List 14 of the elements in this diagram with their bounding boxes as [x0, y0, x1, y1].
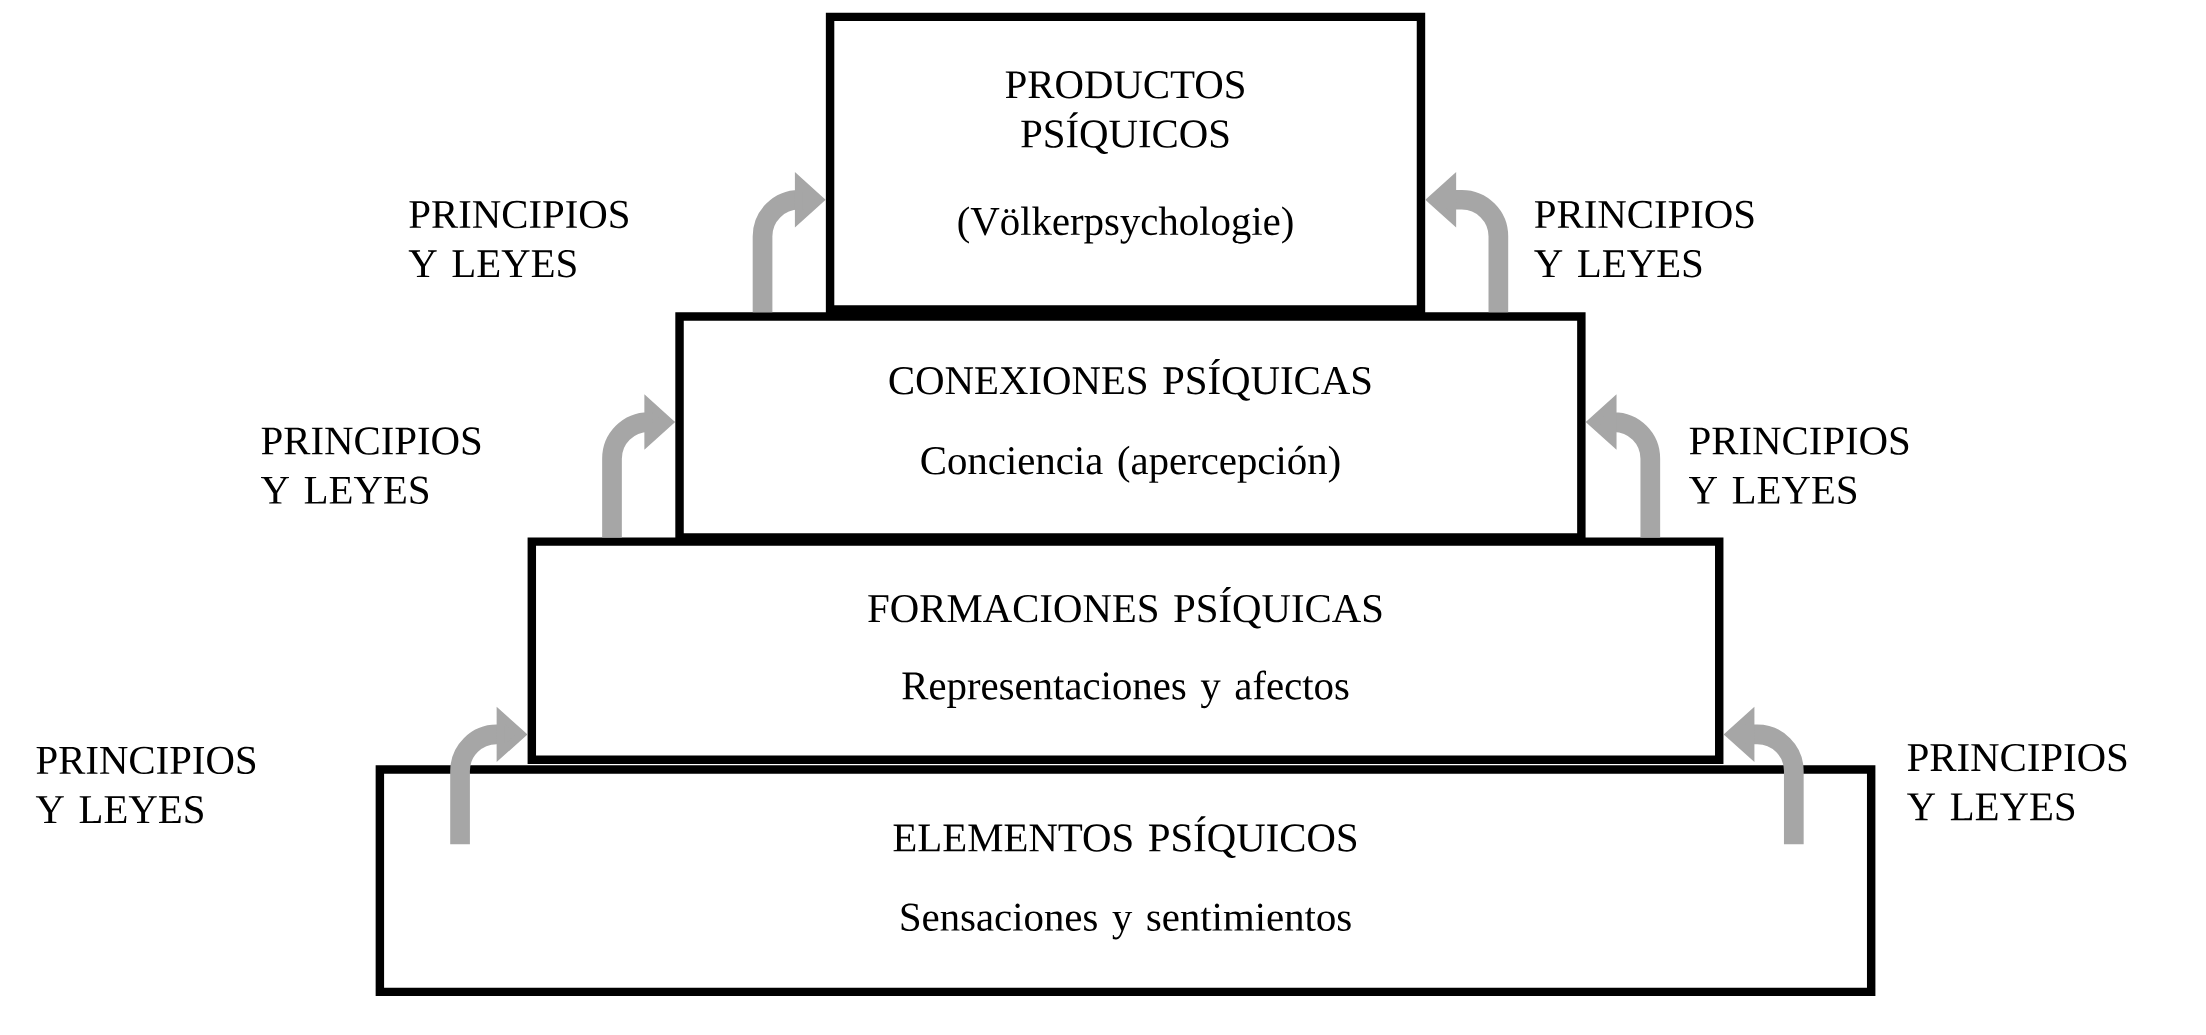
arrow-label: PRINCIPIOS Y LEYES: [1534, 200, 1754, 278]
level-title: PRODUCTOS PSÍQUICOS: [1005, 70, 1244, 154]
level-subtitle: Conciencia (apercepción): [921, 445, 1340, 483]
level-subtitle: (Völkerpsychologie): [958, 206, 1293, 244]
level-title: CONEXIONES PSÍQUICAS: [889, 358, 1371, 401]
arrow-label: PRINCIPIOS Y LEYES: [35, 746, 256, 824]
arrow-label: PRINCIPIOS Y LEYES: [1907, 743, 2127, 821]
level-subtitle: Sensaciones y sentimientos: [901, 903, 1351, 940]
level-title: ELEMENTOS PSÍQUICOS: [893, 816, 1357, 858]
arrow-label: PRINCIPIOS Y LEYES: [261, 427, 481, 504]
arrow-label: PRINCIPIOS Y LEYES: [1689, 427, 1909, 504]
arrow-label: PRINCIPIOS Y LEYES: [408, 200, 628, 278]
level-title: FORMACIONES PSÍQUICAS: [868, 586, 1382, 629]
level-subtitle: Representaciones y afectos: [902, 670, 1349, 708]
